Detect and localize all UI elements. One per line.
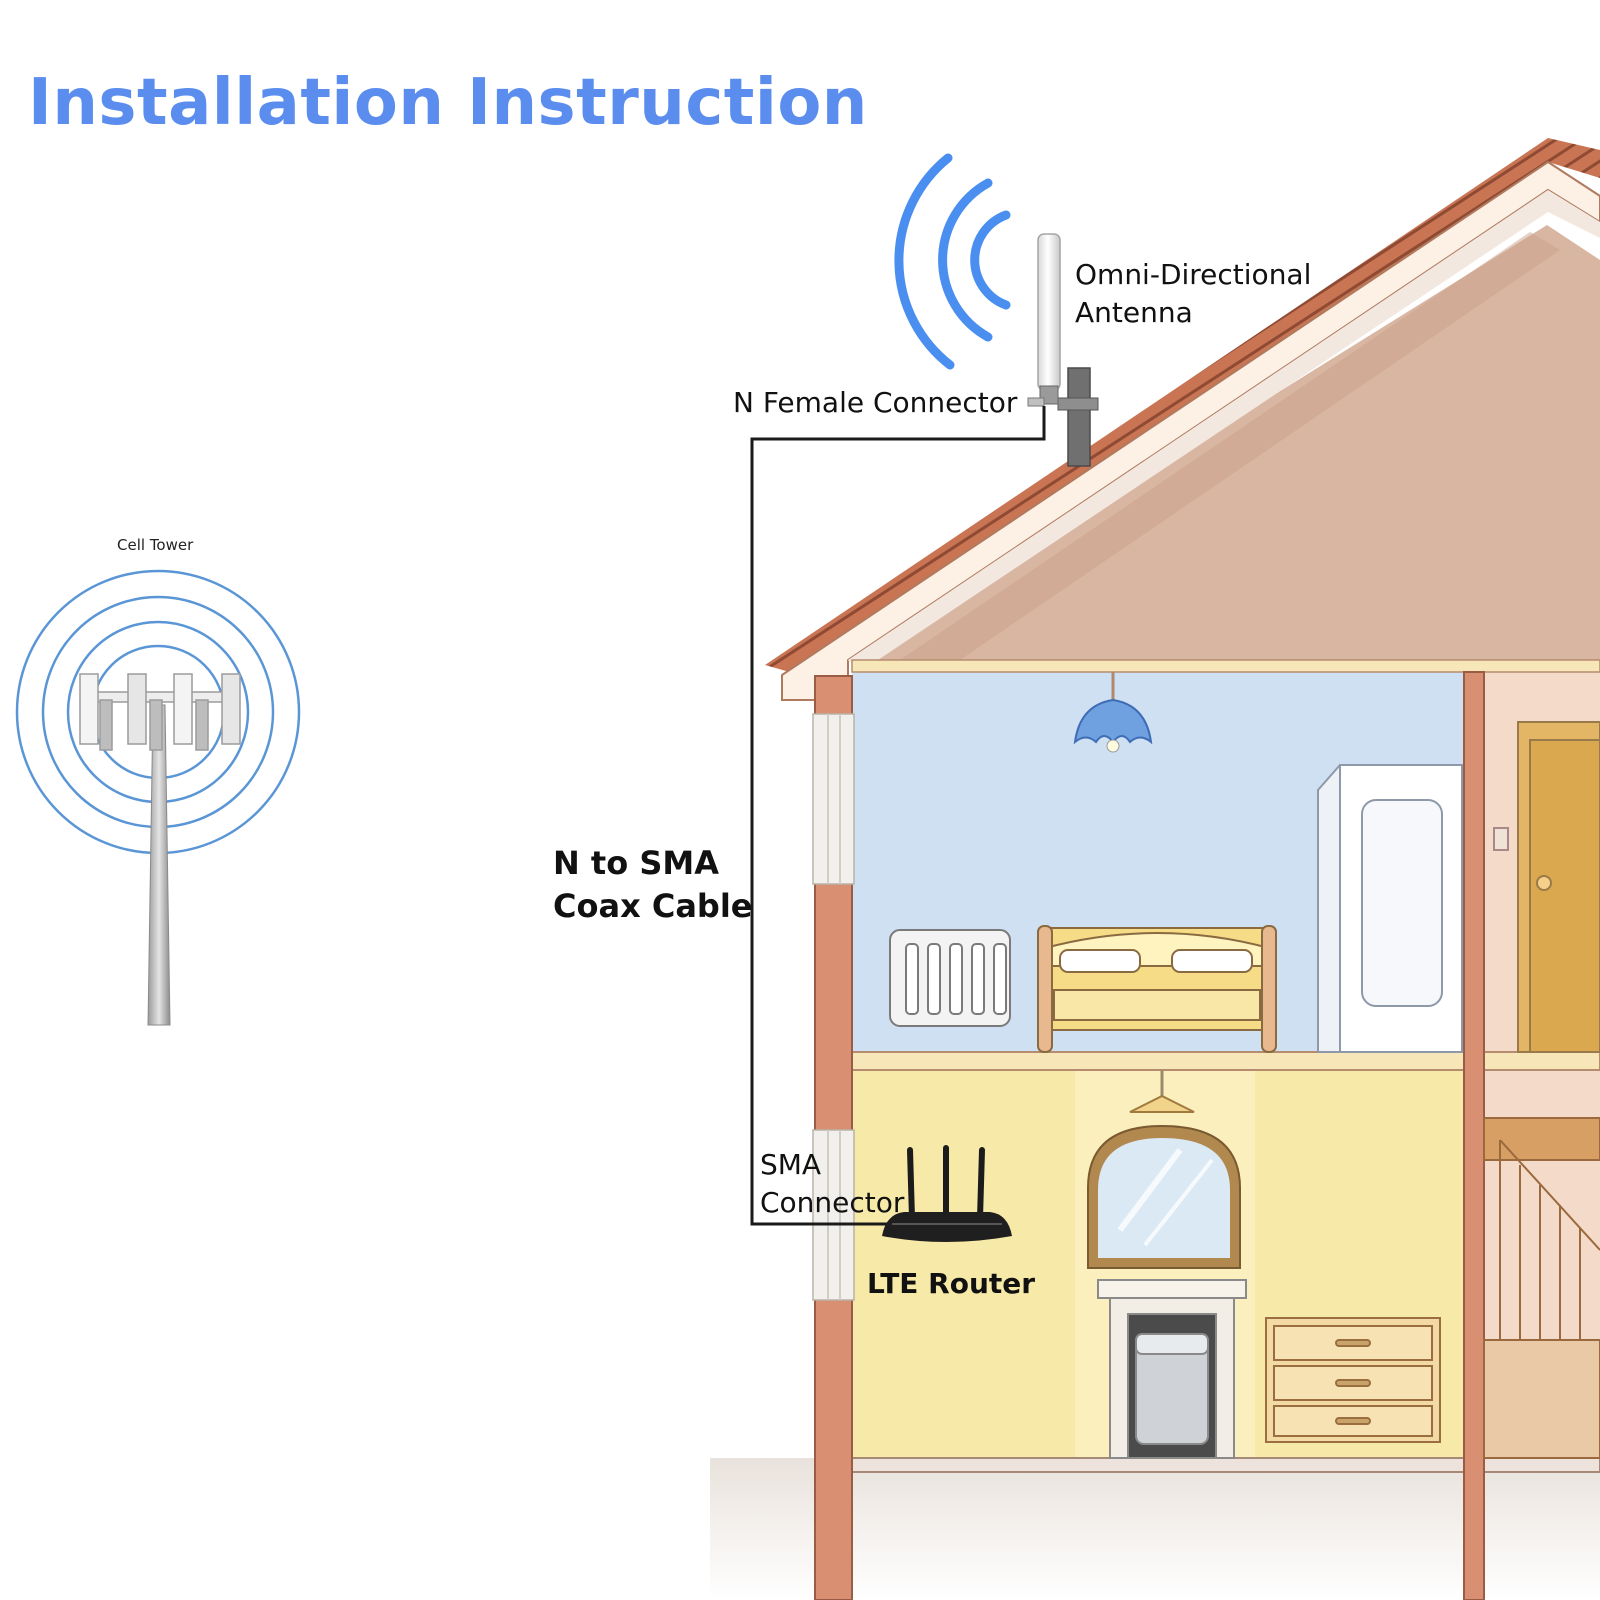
coax-cable	[750, 406, 1046, 1226]
omni-antenna	[894, 153, 1099, 467]
cell-tower-label: Cell Tower	[117, 536, 194, 554]
upper-floor	[839, 1051, 1600, 1071]
coax-label-line2: Coax Cable	[553, 887, 753, 925]
mounting-pole	[1067, 367, 1091, 467]
dresser-icon	[1265, 1317, 1441, 1443]
ceiling-lamp-icon	[1073, 672, 1153, 753]
wardrobe-icon	[1317, 764, 1463, 1053]
coax-label-line1: N to SMA	[553, 844, 719, 882]
antenna-radome	[1037, 233, 1061, 391]
lower-floor	[839, 1457, 1600, 1473]
ground	[710, 1458, 1600, 1600]
door-icon	[1493, 721, 1600, 1053]
hanging-lamp-icon	[1129, 1070, 1195, 1113]
mirror-icon	[1087, 1124, 1241, 1269]
cell-tower	[15, 569, 301, 1026]
fireplace-icon	[1097, 1279, 1247, 1459]
antenna-label: Omni-Directional Antenna	[1075, 256, 1311, 332]
inner-wall	[1463, 671, 1485, 1600]
staircase	[1483, 1117, 1600, 1459]
page-title: Installation Instruction	[28, 66, 868, 140]
tower-mast	[147, 704, 171, 1026]
sma-label-line1: SMA	[760, 1148, 822, 1181]
bed-icon	[1037, 925, 1277, 1053]
signal-waves-icon	[894, 153, 1011, 370]
sma-connector-label: SMA Connector	[760, 1146, 904, 1222]
sma-label-line2: Connector	[760, 1186, 905, 1219]
house	[765, 138, 1600, 1600]
lte-router-label: LTE Router	[867, 1267, 1036, 1300]
coax-cable-label: N to SMA Coax Cable	[553, 842, 753, 928]
tower-panels-icon	[79, 673, 241, 751]
antenna-label-line2: Antenna	[1075, 296, 1193, 329]
lte-router-icon	[882, 1145, 1012, 1242]
n-female-connector-label: N Female Connector	[733, 386, 1018, 419]
radiator-icon	[889, 929, 1011, 1027]
antenna-label-line1: Omni-Directional	[1075, 258, 1312, 291]
